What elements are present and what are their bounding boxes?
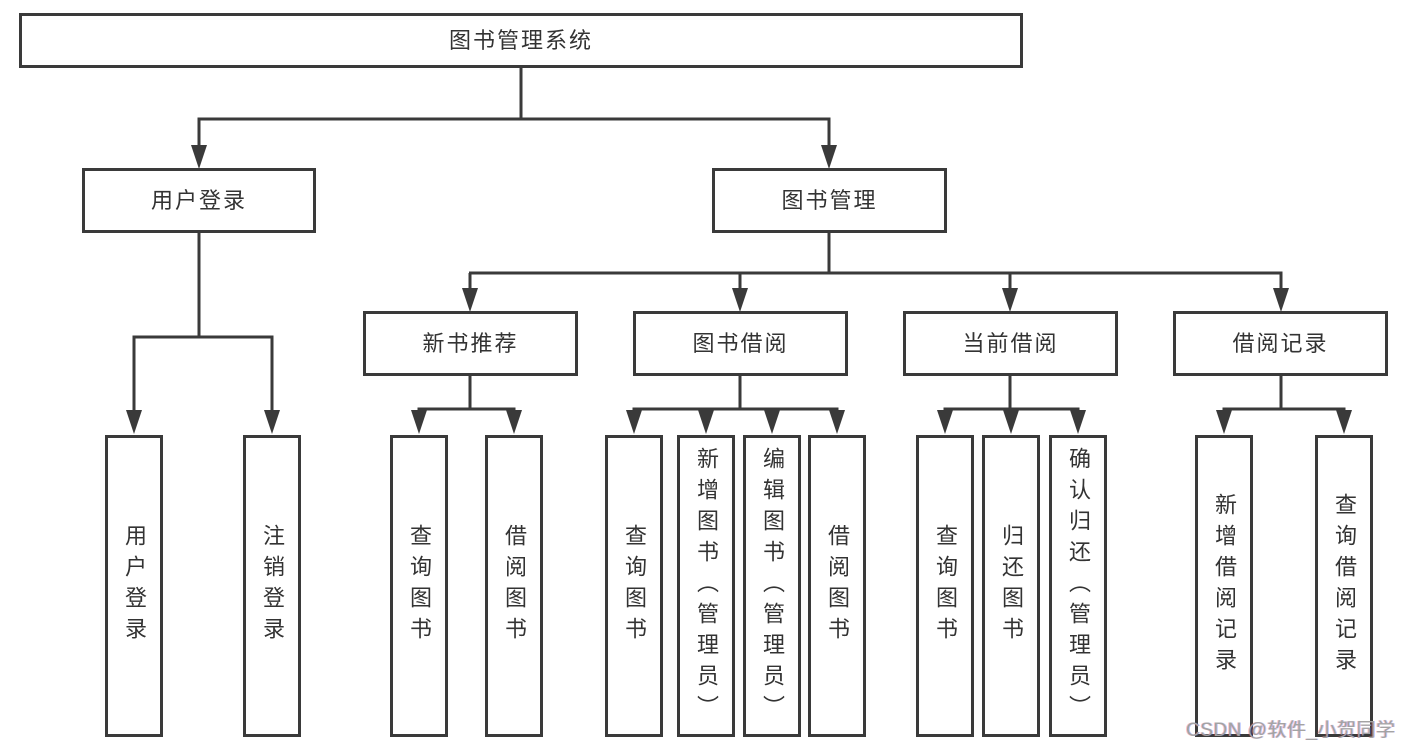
leaf-query-books-current-label: 查询图书 [933, 524, 958, 648]
leaf-edit-books-admin-label: 编辑图书（管理员） [760, 446, 785, 726]
leaf-user-login: 用户登录 [105, 435, 163, 737]
leaf-confirm-return-admin: 确认归还（管理员） [1049, 435, 1107, 737]
leaf-logout: 注销登录 [243, 435, 301, 737]
leaf-add-books-admin: 新增图书（管理员） [677, 435, 735, 737]
node-current-borrow-label: 当前借阅 [962, 330, 1059, 356]
node-borrow-records: 借阅记录 [1173, 311, 1388, 376]
node-book-management-label: 图书管理 [781, 187, 878, 213]
leaf-return-books-label: 归还图书 [999, 524, 1024, 648]
leaf-add-borrow-record-label: 新增借阅记录 [1212, 493, 1237, 679]
node-new-book-recommend-label: 新书推荐 [422, 330, 519, 356]
node-user-login-label: 用户登录 [150, 187, 247, 213]
leaf-add-borrow-record: 新增借阅记录 [1195, 435, 1253, 737]
leaf-query-books-newbook: 查询图书 [390, 435, 448, 737]
node-book-borrow-label: 图书借阅 [692, 330, 789, 356]
leaf-query-books-borrow-label: 查询图书 [622, 524, 647, 648]
node-book-management: 图书管理 [712, 168, 947, 233]
leaf-query-books-current: 查询图书 [916, 435, 974, 737]
node-borrow-records-label: 借阅记录 [1232, 330, 1329, 356]
node-root-label: 图书管理系统 [448, 27, 593, 53]
watermark: CSDN @软件_小贺同学 [1186, 720, 1396, 741]
leaf-borrow-books: 借阅图书 [808, 435, 866, 737]
leaf-query-books-newbook-label: 查询图书 [407, 524, 432, 648]
leaf-logout-label: 注销登录 [260, 524, 285, 648]
leaf-borrow-books-newbook: 借阅图书 [485, 435, 543, 737]
leaf-return-books: 归还图书 [982, 435, 1040, 737]
node-book-borrow: 图书借阅 [633, 311, 848, 376]
node-current-borrow: 当前借阅 [903, 311, 1118, 376]
leaf-query-borrow-record: 查询借阅记录 [1315, 435, 1373, 737]
leaf-add-books-admin-label: 新增图书（管理员） [694, 446, 719, 726]
node-user-login: 用户登录 [82, 168, 316, 233]
leaf-confirm-return-admin-label: 确认归还（管理员） [1066, 446, 1091, 726]
node-new-book-recommend: 新书推荐 [363, 311, 578, 376]
leaf-query-books-borrow: 查询图书 [605, 435, 663, 737]
node-root: 图书管理系统 [19, 13, 1023, 68]
leaf-user-login-label: 用户登录 [122, 524, 147, 648]
leaf-edit-books-admin: 编辑图书（管理员） [743, 435, 801, 737]
leaf-borrow-books-newbook-label: 借阅图书 [502, 524, 527, 648]
leaf-borrow-books-label: 借阅图书 [825, 524, 850, 648]
leaf-query-borrow-record-label: 查询借阅记录 [1332, 493, 1357, 679]
